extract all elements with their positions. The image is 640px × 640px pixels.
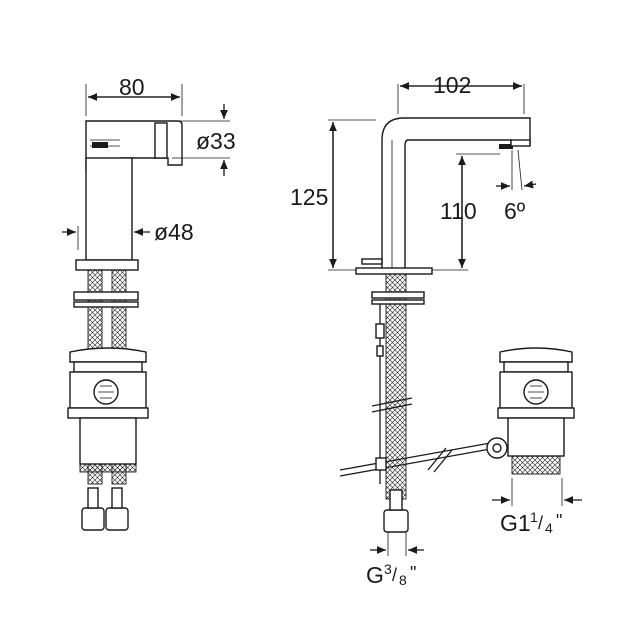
front-body-column	[85, 157, 133, 261]
dim-total-height: 125	[290, 184, 329, 210]
front-view	[62, 84, 230, 531]
front-drain-cap	[69, 347, 147, 363]
front-fitting-right	[105, 507, 129, 531]
side-drain-cap	[499, 347, 573, 363]
side-fitting	[383, 509, 409, 533]
dim-front-width: 80	[119, 74, 145, 100]
supply-thread-slash: /	[392, 565, 398, 585]
supply-thread-den: 8	[399, 572, 407, 588]
dim-spout-diameter: ø33	[196, 128, 236, 154]
side-base-plate	[355, 267, 433, 275]
waste-thread-slash: /	[538, 513, 544, 533]
supply-thread-mark: "	[410, 563, 417, 583]
dim-body-diameter: ø48	[154, 219, 194, 245]
front-fitting-left	[81, 507, 105, 531]
dim-side-reach: 102	[433, 72, 472, 98]
waste-thread-den: 4	[545, 520, 553, 536]
waste-thread-prefix: G1	[500, 510, 531, 536]
side-spout	[381, 117, 531, 271]
waste-thread-mark: "	[556, 511, 563, 531]
waste-thread-num: 1	[530, 509, 538, 525]
dim-spout-angle: 6º	[504, 198, 526, 224]
supply-thread-num: 3	[384, 561, 392, 577]
side-view	[328, 82, 582, 556]
dim-spout-height: 110	[440, 198, 477, 224]
supply-thread-letter: G	[366, 562, 384, 588]
